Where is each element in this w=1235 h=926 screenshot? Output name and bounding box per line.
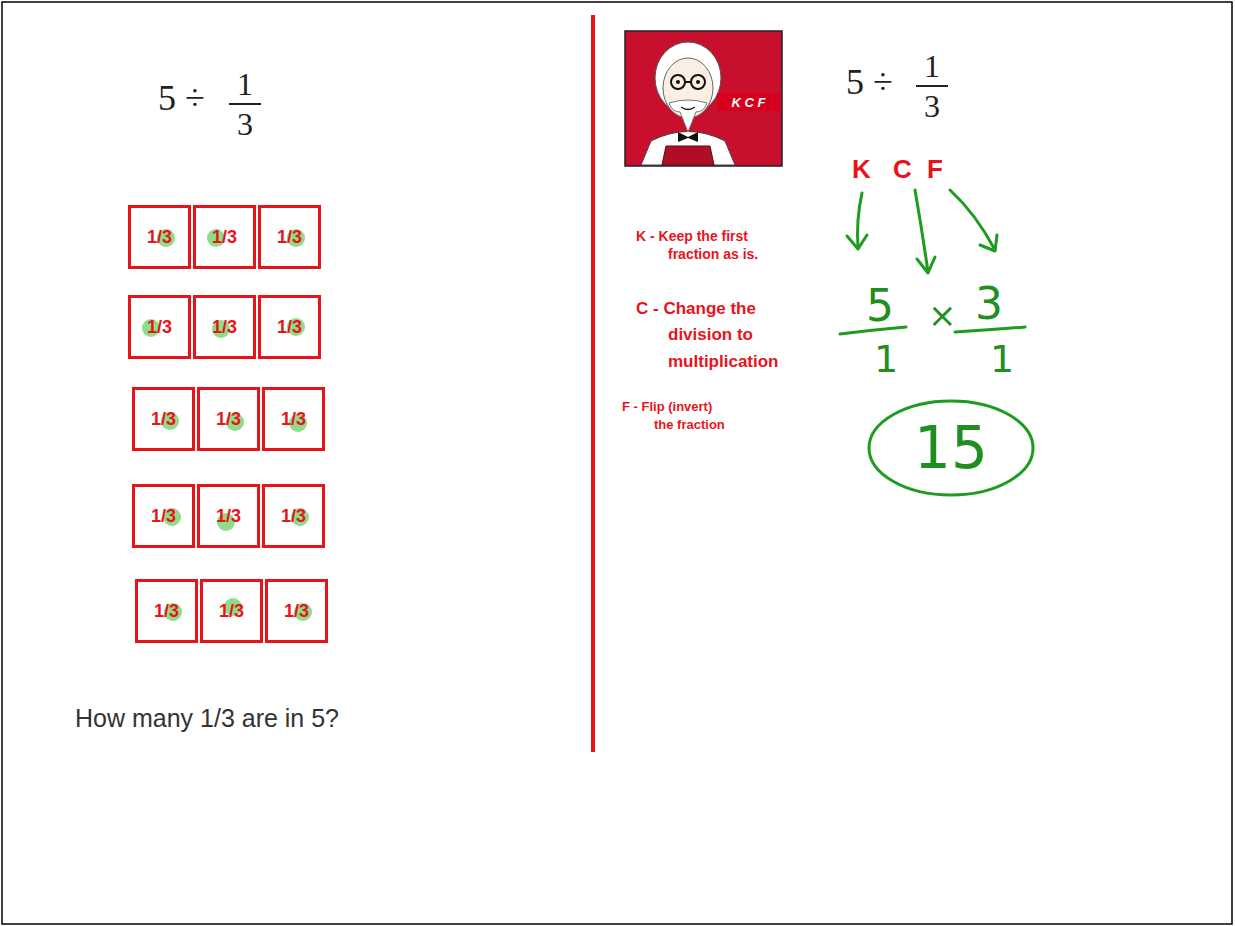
- fraction-box: 1/3: [258, 295, 321, 359]
- divider-line: [591, 15, 595, 752]
- fraction-box: 1/3: [197, 387, 260, 451]
- mnemonic-letter: K: [852, 156, 871, 182]
- arrow-head: [917, 257, 935, 273]
- hand-arrow: [950, 190, 995, 250]
- fraction-denominator: 3: [920, 90, 944, 122]
- handwritten-sign: ×: [928, 298, 957, 332]
- node-text: 1/3: [277, 318, 302, 336]
- marker-dots: [142, 229, 312, 621]
- node-text: 1/3: [277, 228, 302, 246]
- colonel-logo: [625, 31, 782, 166]
- node-text: 1/3: [284, 602, 309, 620]
- node-text: 1/3: [281, 507, 306, 525]
- question-text: How many 1/3 are in 5?: [75, 706, 339, 731]
- node-text: 1/3: [154, 602, 179, 620]
- fraction-box: 1/3: [262, 387, 325, 451]
- rule-text: F - Flip (invert) the fraction: [622, 398, 730, 433]
- colonel-tie: [678, 132, 698, 142]
- colonel-face: [663, 58, 713, 118]
- colonel-smile: [681, 107, 695, 110]
- hand-arrows: [840, 190, 1025, 334]
- circle-outline: [869, 401, 1033, 495]
- node-text: 1/3: [147, 318, 172, 336]
- node-text: 1/3: [219, 602, 244, 620]
- node-text: 1/3: [151, 507, 176, 525]
- hand-fraction-bar: [840, 327, 906, 334]
- hand-arrow: [858, 193, 863, 248]
- colonel-eye: [676, 80, 680, 84]
- fraction-box: 1/3: [135, 579, 198, 643]
- node-text: 1/3: [212, 318, 237, 336]
- node-text: 15: [914, 419, 988, 477]
- node-text: 1/3: [212, 228, 237, 246]
- node-text: 1/3: [216, 507, 241, 525]
- fraction-bar: [229, 103, 261, 105]
- node-text: 1/3: [147, 228, 172, 246]
- node-text: 1/3: [281, 410, 306, 428]
- fraction-box: 1/3: [128, 295, 191, 359]
- answer-circle: 15: [866, 398, 1036, 498]
- arrow-head: [847, 235, 867, 249]
- colonel-glasses: [691, 75, 705, 89]
- arrow-head: [980, 235, 997, 251]
- fraction-box: 1/3: [262, 484, 325, 548]
- handwritten-digit: 1: [874, 340, 898, 378]
- node-text: K C F: [732, 96, 766, 109]
- node-text: 1/3: [151, 410, 176, 428]
- rule-text: C - Change the division to multiplicatio…: [636, 296, 818, 375]
- handwritten-digit: 5: [866, 284, 894, 328]
- colonel-glasses: [671, 75, 685, 89]
- fraction-box: 1/3: [132, 484, 195, 548]
- mnemonic-letter: C: [893, 156, 912, 182]
- rule-text: K - Keep the first fraction as is.: [636, 228, 778, 263]
- mnemonic-letter: F: [927, 156, 943, 182]
- fraction-box: 1/3: [132, 387, 195, 451]
- fraction-numerator: 1: [920, 50, 944, 82]
- fraction-box: 1/3: [193, 295, 256, 359]
- fraction-numerator: 1: [233, 68, 257, 100]
- fraction-box: 1/3: [265, 579, 328, 643]
- fraction-box: 1/3: [200, 579, 263, 643]
- fraction-box: 1/3: [197, 484, 260, 548]
- logo-band: K C F: [717, 93, 780, 111]
- logo-ground: [625, 31, 782, 166]
- colonel-apron: [662, 146, 714, 165]
- math-expression: 5 ÷: [158, 80, 205, 116]
- handwritten-digit: 1: [990, 340, 1014, 378]
- math-expression: 5 ÷: [846, 64, 893, 100]
- fraction-box: 1/3: [258, 205, 321, 269]
- colonel-beard: [669, 100, 707, 132]
- hand-fraction-bar: [955, 327, 1025, 332]
- colonel-glasses: [685, 81, 691, 83]
- fraction-box: 1/3: [128, 205, 191, 269]
- fraction-box: 1/3: [193, 205, 256, 269]
- handwritten-digit: 3: [975, 282, 1003, 326]
- fraction-denominator: 3: [233, 108, 257, 140]
- colonel-eye: [696, 80, 700, 84]
- colonel-shirt: [641, 132, 735, 166]
- fraction-bar: [916, 85, 948, 87]
- node-text: 1/3: [216, 410, 241, 428]
